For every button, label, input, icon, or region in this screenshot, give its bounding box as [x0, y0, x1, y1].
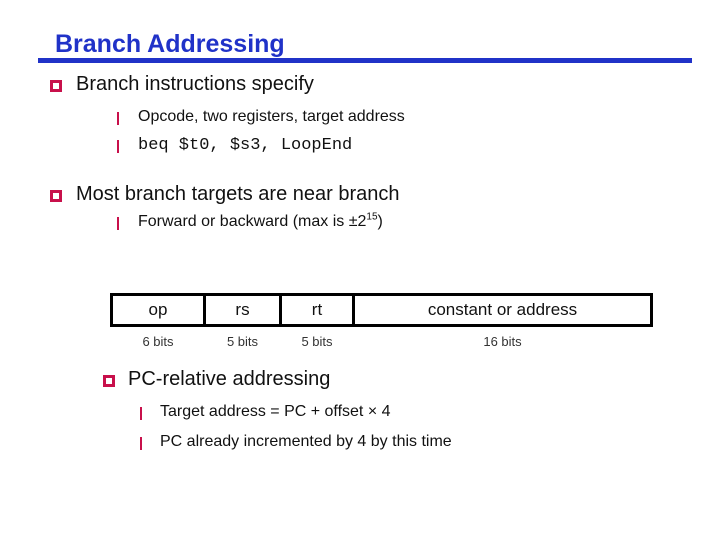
closing-paren-text: ) — [377, 213, 383, 230]
bullet-square-icon — [50, 190, 62, 202]
bits-label-rt: 5 bits — [301, 334, 333, 349]
instruction-format-table: op rs rt constant or address — [110, 293, 653, 327]
table-cell-op: op — [148, 300, 168, 319]
section-heading-branch-instructions: Branch instructions specify — [76, 73, 314, 95]
sub-bullet-bar-icon — [117, 140, 119, 153]
sub-item-forward-backward: Forward or backward (max is ±215) — [138, 211, 383, 231]
sub-bullet-bar-icon — [117, 112, 119, 125]
bits-label-op: 6 bits — [142, 334, 174, 349]
section-heading-pc-relative: PC-relative addressing — [128, 368, 331, 390]
sub-item-target-address: Target address = PC + offset × 4 — [160, 403, 391, 420]
bullet-square-icon — [50, 80, 62, 92]
table-cell-constant-or-address: constant or address — [352, 296, 650, 324]
table-cell-rt: rt — [279, 296, 352, 324]
bullet-square-icon — [103, 375, 115, 387]
title-underline — [38, 58, 692, 63]
slide-title: Branch Addressing — [55, 30, 285, 58]
bits-label-rs: 5 bits — [226, 334, 259, 349]
sub-bullet-bar-icon — [140, 407, 142, 420]
sub-bullet-bar-icon — [140, 437, 142, 450]
sub-item-opcode-registers: Opcode, two registers, target address — [138, 108, 405, 125]
bits-label-row: 6 bits 5 bits 5 bits 16 bits — [110, 331, 653, 352]
forward-backward-text: Forward or backward (max is ±2 — [138, 213, 367, 230]
exponent-text: 15 — [366, 211, 378, 223]
sub-bullet-bar-icon — [117, 217, 119, 230]
sub-item-beq-example: beq $t0, $s3, LoopEnd — [138, 136, 353, 155]
table-cell-rs: rs — [203, 296, 279, 324]
sub-item-pc-incremented: PC already incremented by 4 by this time — [160, 433, 452, 450]
section-heading-branch-targets: Most branch targets are near branch — [76, 183, 400, 205]
bits-label-constant: 16 bits — [483, 334, 522, 349]
